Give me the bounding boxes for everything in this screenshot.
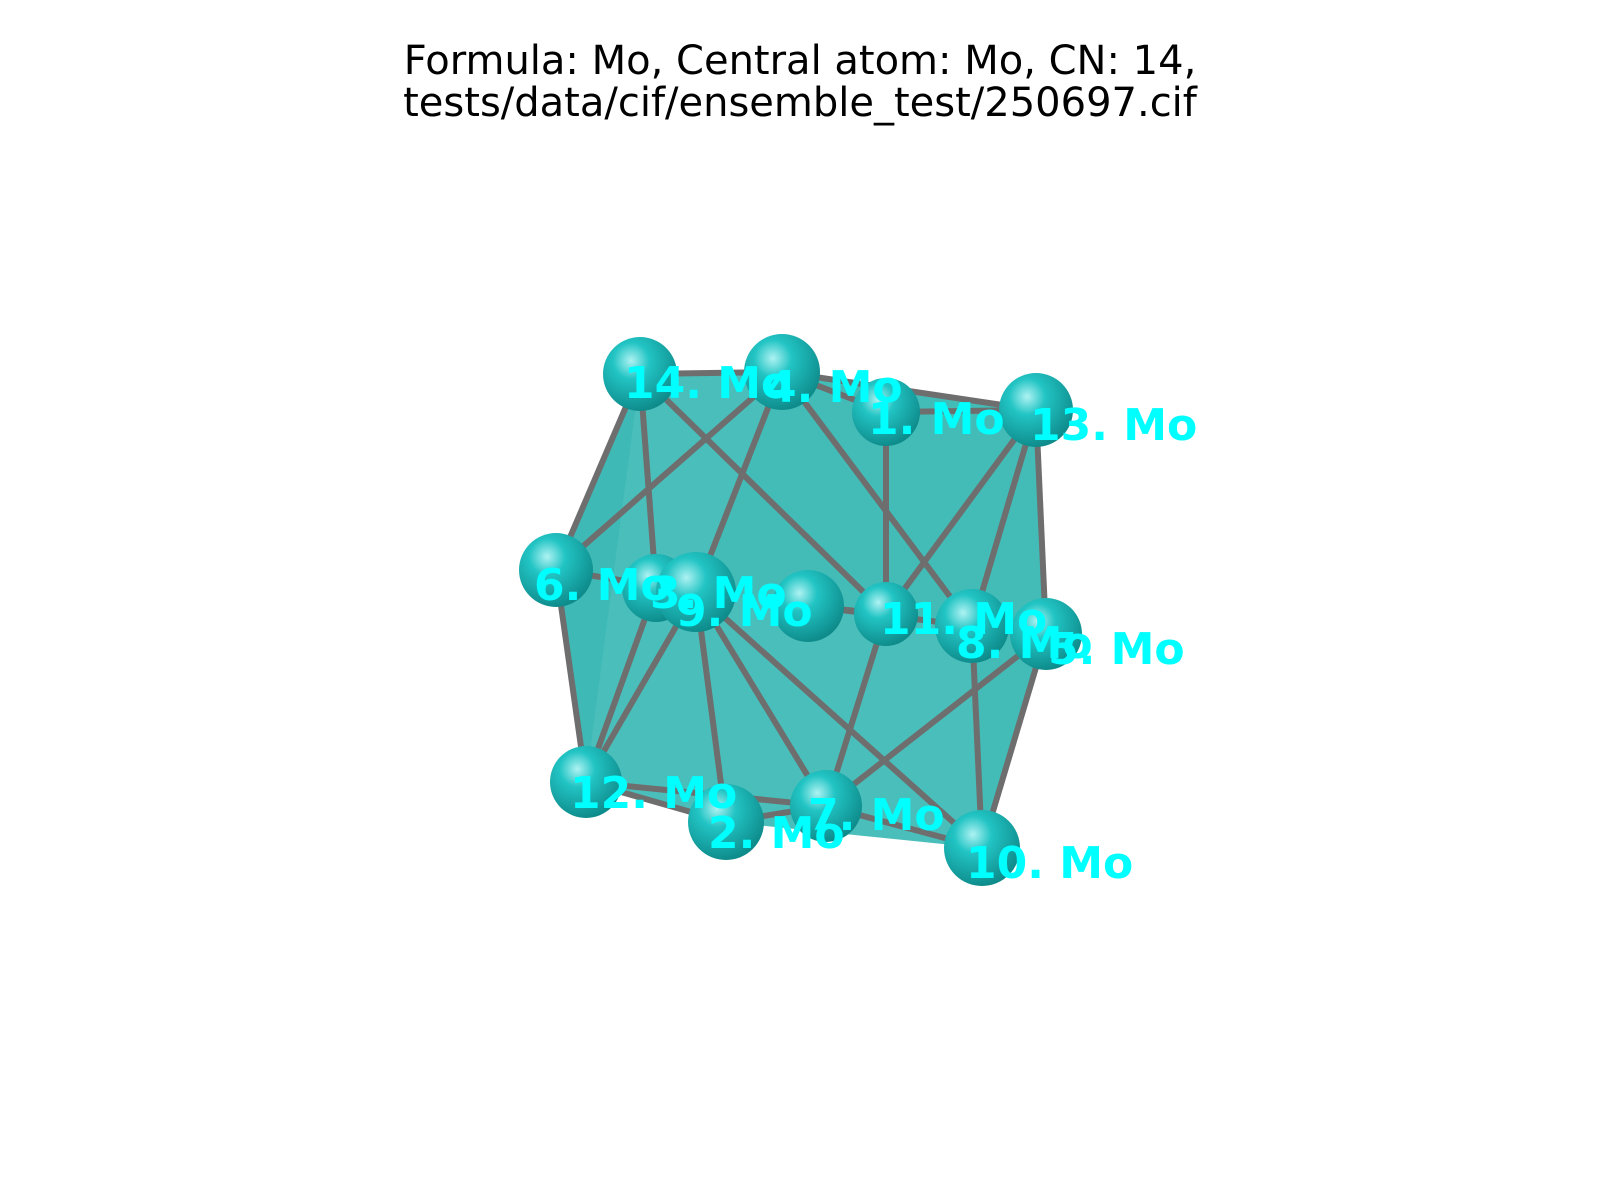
atom-label-a5: 5. Mo [1048, 624, 1185, 675]
atom-label-a9: 9. Mo [676, 586, 813, 637]
atom-a9[interactable] [656, 552, 736, 632]
atom-label-a8: 8. Mo [956, 618, 1093, 669]
atom-label-a2: 2. Mo [708, 808, 845, 859]
title-line-1: Formula: Mo, Central atom: Mo, CN: 14, [403, 38, 1197, 84]
atom-a2[interactable] [688, 784, 764, 860]
atom-label-a4: 4. Mo [766, 362, 903, 413]
title-line-2: tests/data/cif/ensemble_test/250697.cif [403, 80, 1197, 126]
atom-label-a3: 3. Mo [650, 568, 787, 619]
atom-a6[interactable] [519, 533, 593, 607]
bond [1033, 407, 1049, 637]
atom-label-a10: 10. Mo [966, 838, 1133, 889]
bond [969, 407, 1039, 629]
bond [637, 371, 889, 617]
atom-a13[interactable] [999, 373, 1073, 447]
atom-a11[interactable] [854, 582, 918, 646]
bond [693, 589, 829, 809]
bond [779, 369, 975, 629]
atom-label-a7: 7. Mo [808, 790, 945, 841]
atom-label-a14: 14. Mo [624, 358, 791, 409]
bond [823, 631, 1049, 809]
atom-a12[interactable] [550, 746, 622, 818]
atom-label-a11: 11. Mo [880, 594, 1047, 645]
atom-label-a13: 13. Mo [1030, 400, 1197, 451]
atom-label-a12: 12. Mo [570, 768, 737, 819]
figure-title: Formula: Mo, Central atom: Mo, CN: 14, t… [0, 40, 1600, 124]
atom-labels-group: 1. Mo 2. Mo 3. Mo 4. Mo 5. Mo 6. Mo 7. Mo 8. Mo… [534, 358, 1197, 889]
atom-a5[interactable] [1010, 598, 1082, 670]
atoms-group [519, 334, 1082, 886]
atom-a10[interactable] [944, 810, 1020, 886]
atom-a1[interactable] [852, 378, 920, 446]
bond [553, 369, 785, 573]
atom-label-a1: 1. Mo [868, 394, 1005, 445]
polyhedron-face [696, 372, 1036, 626]
central-atom[interactable] [772, 570, 844, 642]
atom-a7[interactable] [790, 770, 862, 842]
atom-a14[interactable] [603, 337, 677, 411]
atom-a8[interactable] [935, 589, 1009, 663]
atom-label-a6: 6. Mo [534, 560, 671, 611]
atom-a4[interactable] [744, 334, 820, 410]
bond [693, 589, 985, 851]
bond [883, 407, 1039, 617]
